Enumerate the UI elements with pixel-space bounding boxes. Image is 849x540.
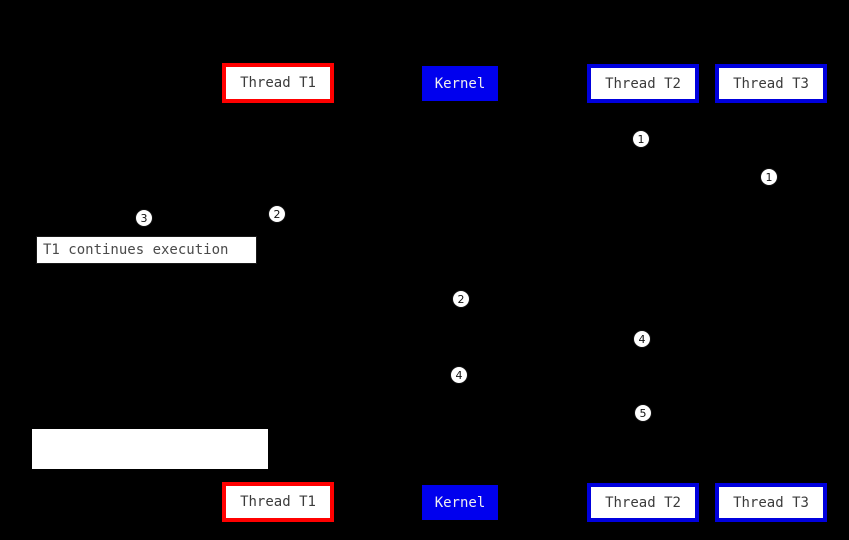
note-blank-box — [32, 429, 268, 469]
step-circle-1-t2: 1 — [632, 130, 650, 148]
step-circle-4-kernel: 4 — [450, 366, 468, 384]
participant-thread-t3-header: Thread T3 — [715, 64, 827, 103]
participant-thread-t1-footer: Thread T1 — [222, 482, 334, 522]
participant-kernel-footer: Kernel — [422, 485, 498, 520]
participant-thread-t3-footer: Thread T3 — [715, 483, 827, 522]
step-circle-2-kernel: 2 — [452, 290, 470, 308]
step-circle-3-t1: 3 — [135, 209, 153, 227]
participant-thread-t2-footer: Thread T2 — [587, 483, 699, 522]
participant-thread-t1-header: Thread T1 — [222, 63, 334, 103]
step-circle-2-t1: 2 — [268, 205, 286, 223]
step-circle-1-t3: 1 — [760, 168, 778, 186]
participant-kernel-header: Kernel — [422, 66, 498, 101]
lifeline-thread-t3 — [771, 103, 772, 483]
lifeline-thread-t1 — [278, 103, 279, 482]
participant-thread-t2-header: Thread T2 — [587, 64, 699, 103]
step-circle-5-t2: 5 — [634, 404, 652, 422]
note-t1-continues-execution: T1 continues execution — [36, 236, 257, 264]
step-circle-4-t2: 4 — [633, 330, 651, 348]
lifeline-thread-t2 — [643, 103, 644, 483]
